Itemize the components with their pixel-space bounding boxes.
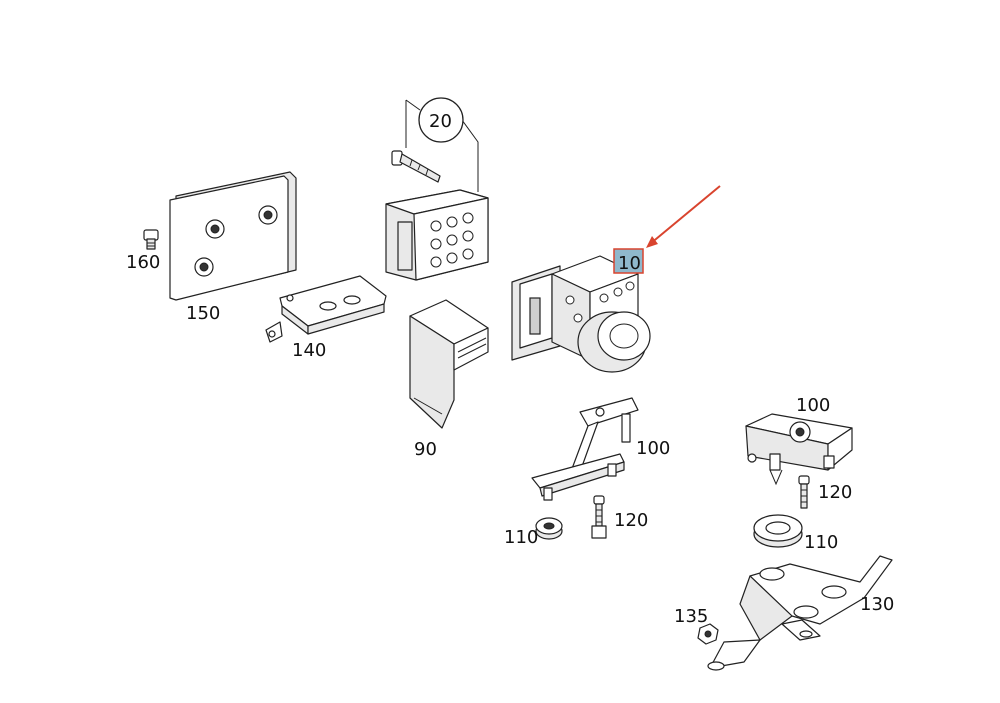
part-90-cover [409, 299, 489, 429]
callout-90: 90 [414, 439, 437, 460]
part-120-bolt-right [798, 475, 810, 509]
part-130-support [707, 555, 893, 671]
control-module [385, 189, 489, 281]
part-100-bracket-right [745, 413, 853, 486]
callout-135: 135 [674, 606, 708, 627]
callout-20: 20 [429, 111, 452, 132]
callout-130: 130 [860, 594, 894, 615]
part-100-bracket-center [531, 397, 639, 501]
part-110-grommet-center [535, 517, 563, 540]
part-20-leader [405, 97, 479, 192]
callout-120-center: 120 [614, 510, 648, 531]
callout-100-center: 100 [636, 438, 670, 459]
part-10-hydraulic-unit [511, 255, 651, 373]
highlight-arrow [646, 185, 721, 248]
callout-140: 140 [292, 340, 326, 361]
part-110-grommet-right [753, 514, 803, 548]
callout-100-right: 100 [796, 395, 830, 416]
callout-10-highlight [613, 248, 644, 274]
part-135-nut [697, 623, 719, 645]
callout-160: 160 [126, 252, 160, 273]
callout-20-circle [418, 97, 464, 143]
callout-10: 10 [618, 253, 641, 274]
part-20-bolt [391, 150, 441, 183]
callout-110-right: 110 [804, 532, 838, 553]
part-120-bolt-center [591, 495, 607, 539]
callout-120-right: 120 [818, 482, 852, 503]
callout-150: 150 [186, 303, 220, 324]
part-160-bolt [143, 229, 159, 250]
part-140-bracket [265, 275, 387, 343]
part-150-plate [169, 171, 297, 301]
callout-110-center: 110 [504, 527, 538, 548]
